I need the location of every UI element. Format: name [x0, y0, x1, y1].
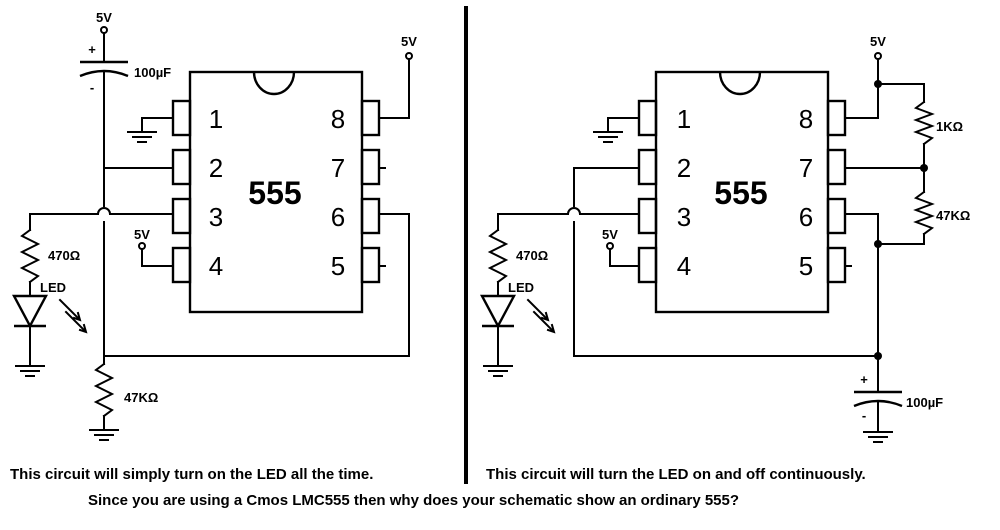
- right-ic: 555 1 2 3 4 5 6 7 8: [637, 70, 847, 314]
- footer-question: Since you are using a Cmos LMC555 then w…: [88, 492, 740, 509]
- left-circuit: 555 1 2 3 4 5 6 7 8 5V +: [12, 10, 417, 441]
- right-ground-cap: [863, 431, 893, 443]
- left-pin-1: 1: [209, 104, 223, 134]
- left-resistor-47k: [93, 362, 115, 418]
- right-ic-label: 555: [714, 175, 767, 211]
- left-ground-led: [15, 365, 45, 377]
- left-pin-7: 7: [331, 153, 345, 183]
- left-cap-plus: +: [88, 42, 96, 57]
- right-cap-plus: +: [860, 372, 868, 387]
- right-capacitor: + - 100µF: [853, 372, 943, 423]
- left-r-bottom-label: 47KΩ: [124, 390, 158, 405]
- right-vcc-pin4-label: 5V: [602, 227, 618, 242]
- left-caption: This circuit will simply turn on the LED…: [10, 466, 374, 483]
- right-ground-led: [483, 365, 513, 377]
- left-ic: 555 1 2 3 4 5 6 7 8: [171, 70, 381, 314]
- left-pin-5: 5: [331, 251, 345, 281]
- right-pin-6: 6: [799, 202, 813, 232]
- right-pin-8: 8: [799, 104, 813, 134]
- right-pin-1: 1: [677, 104, 691, 134]
- left-resistor-470: [19, 228, 41, 284]
- right-pin-4: 4: [677, 251, 691, 281]
- right-led: LED: [480, 280, 556, 334]
- left-cap-minus: -: [90, 80, 94, 95]
- right-r-led-label: 470Ω: [516, 248, 548, 263]
- left-pin-3: 3: [209, 202, 223, 232]
- left-ground-pin1: [127, 131, 157, 143]
- right-resistor-470: [487, 228, 509, 284]
- right-cap-label: 100µF: [906, 395, 943, 410]
- right-resistor-1k: [913, 100, 935, 146]
- left-led-label: LED: [40, 280, 66, 295]
- right-resistor-47k: [913, 190, 935, 236]
- right-caption: This circuit will turn the LED on and of…: [486, 466, 866, 483]
- left-r-led-label: 470Ω: [48, 248, 80, 263]
- right-pin-7: 7: [799, 153, 813, 183]
- left-pin-4: 4: [209, 251, 223, 281]
- left-vcc-top-label: 5V: [96, 10, 112, 25]
- right-pin-3: 3: [677, 202, 691, 232]
- left-ic-label: 555: [248, 175, 301, 211]
- right-pin-5: 5: [799, 251, 813, 281]
- left-led: LED: [12, 280, 88, 334]
- left-pin-2: 2: [209, 153, 223, 183]
- right-ground-pin1: [593, 131, 623, 143]
- left-pin-8: 8: [331, 104, 345, 134]
- right-circuit: 555 1 2 3 4 5 6 7 8: [480, 34, 970, 443]
- right-vcc-top-label: 5V: [870, 34, 886, 49]
- left-ground-bottom: [89, 429, 119, 441]
- left-vcc-pin8-label: 5V: [401, 34, 417, 49]
- right-led-label: LED: [508, 280, 534, 295]
- left-capacitor: + - 100µF: [79, 42, 171, 95]
- left-vcc-pin4-label: 5V: [134, 227, 150, 242]
- left-ic-notch: [252, 71, 296, 96]
- right-cap-minus: -: [862, 408, 866, 423]
- right-pin-2: 2: [677, 153, 691, 183]
- right-r1-label: 1KΩ: [936, 119, 963, 134]
- left-cap-label: 100µF: [134, 65, 171, 80]
- left-pin-6: 6: [331, 202, 345, 232]
- right-r2-label: 47KΩ: [936, 208, 970, 223]
